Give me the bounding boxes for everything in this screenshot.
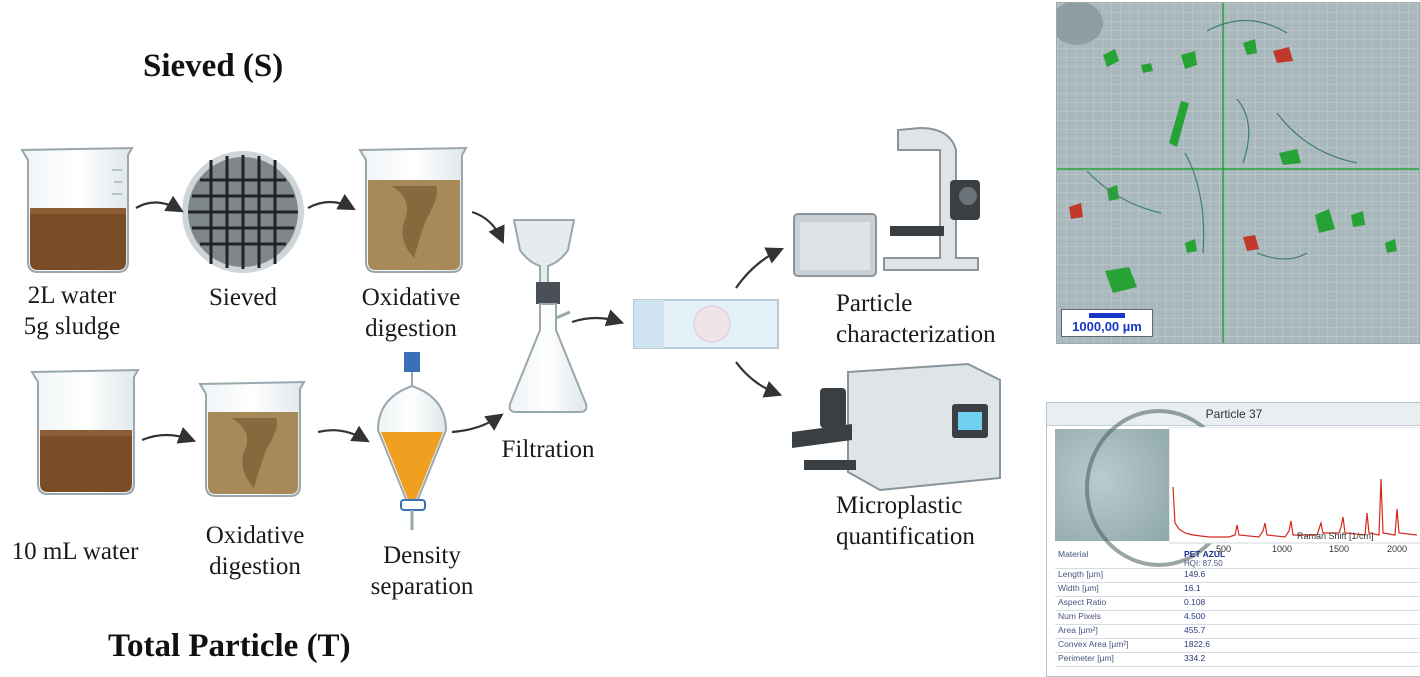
workflow-artwork (20, 126, 1001, 530)
microscope-icon (793, 126, 980, 277)
label-density-line2: separation (370, 573, 474, 600)
label-micro-line2: quantification (836, 523, 975, 550)
beaker-digestion-total (198, 380, 306, 497)
separatory-funnel-icon (376, 352, 448, 530)
property-key: Perimeter [µm] (1055, 652, 1181, 667)
beaker-sample-total (30, 368, 140, 495)
property-value: 16.1 (1181, 582, 1419, 597)
material-value: PET AZUL (1184, 549, 1226, 559)
property-value: 1822.6 (1181, 638, 1419, 653)
property-key: Convex Area [µm²] (1055, 638, 1181, 653)
table-row: Length [µm]149.6 (1055, 568, 1419, 583)
particle-panel-title: Particle 37 (1047, 403, 1420, 426)
label-micro-line1: Microplastic (836, 492, 963, 519)
sieve-icon (182, 151, 304, 273)
flow-arrows (135, 193, 784, 444)
label-sample-total: 10 mL water (11, 538, 139, 565)
label-oxidative-sieved-line1: Oxidative (361, 284, 461, 311)
particle-info-panel: Particle 37 500 1000 1500 2000 Raman Shi… (1046, 402, 1420, 677)
label-oxidative-sieved-line2: digestion (365, 315, 457, 342)
particle-micrograph: 1000,00 µm (1056, 2, 1420, 344)
table-row: Convex Area [µm²]1822.6 (1055, 638, 1419, 653)
property-value: 4.500 (1181, 610, 1419, 625)
label-oxidative-total-line2: digestion (209, 553, 301, 580)
property-key: Width [µm] (1055, 582, 1181, 597)
label-particle-characterization: Particle characterization (836, 288, 1032, 350)
label-sample-sieved-line1: 2L water (27, 282, 117, 309)
raman-spectrum-plot (1168, 426, 1420, 544)
micrograph-image (1057, 3, 1419, 343)
label-oxidative-total: Oxidative digestion (180, 520, 330, 582)
spectrometer-icon (792, 362, 1001, 492)
label-oxidative-total-line1: Oxidative (205, 522, 305, 549)
label-sieved: Sieved (208, 284, 278, 311)
hqi-value: HQI: 87.50 (1184, 559, 1223, 568)
beaker-sample-sieved (20, 146, 134, 273)
property-key: Length [µm] (1055, 568, 1181, 583)
label-particle-line1: Particle (836, 290, 913, 317)
table-row: Width [µm]16.1 (1055, 582, 1419, 597)
table-row: Area [µm²]455.7 (1055, 624, 1419, 639)
property-value: 455.7 (1181, 624, 1419, 639)
heading-total-particle: Total Particle (T) (108, 628, 351, 664)
table-row: Perimeter [µm]334.2 (1055, 652, 1419, 667)
label-particle-line2: characterization (836, 321, 996, 348)
heading-sieved: Sieved (S) (143, 48, 284, 84)
property-value: 334.2 (1181, 652, 1419, 667)
scale-bar-line (1089, 313, 1125, 318)
beaker-digestion-sieved (358, 146, 468, 273)
label-density-separation: Density separation (352, 540, 492, 602)
property-value: 0.108 (1181, 596, 1419, 611)
filter-slide-icon (633, 299, 779, 349)
raman-spectrum: 500 1000 1500 2000 (1168, 426, 1420, 554)
label-sample-sieved-line2: 5g sludge (23, 313, 121, 340)
property-key: Area [µm²] (1055, 624, 1181, 639)
property-key: Aspect Ratio (1055, 596, 1181, 611)
label-oxidative-sieved: Oxidative digestion (336, 282, 486, 344)
label-density-line1: Density (383, 542, 461, 569)
scale-bar: 1000,00 µm (1061, 309, 1153, 337)
label-sample-sieved: 2L water 5g sludge (12, 280, 132, 342)
label-filtration: Filtration (501, 436, 595, 463)
spectrum-line (1172, 478, 1418, 538)
property-value: 149.6 (1181, 568, 1419, 583)
x-axis-label: Raman Shift [1/cm] (1297, 531, 1374, 541)
label-microplastic-quantification: Microplastic quantification (836, 490, 1016, 552)
scale-bar-text: 1000,00 µm (1072, 319, 1142, 334)
property-key: Material (1055, 549, 1181, 569)
filtration-flask-icon (508, 219, 588, 413)
particle-thumbnail (1055, 409, 1233, 567)
property-key: Num Pixels (1055, 610, 1181, 625)
